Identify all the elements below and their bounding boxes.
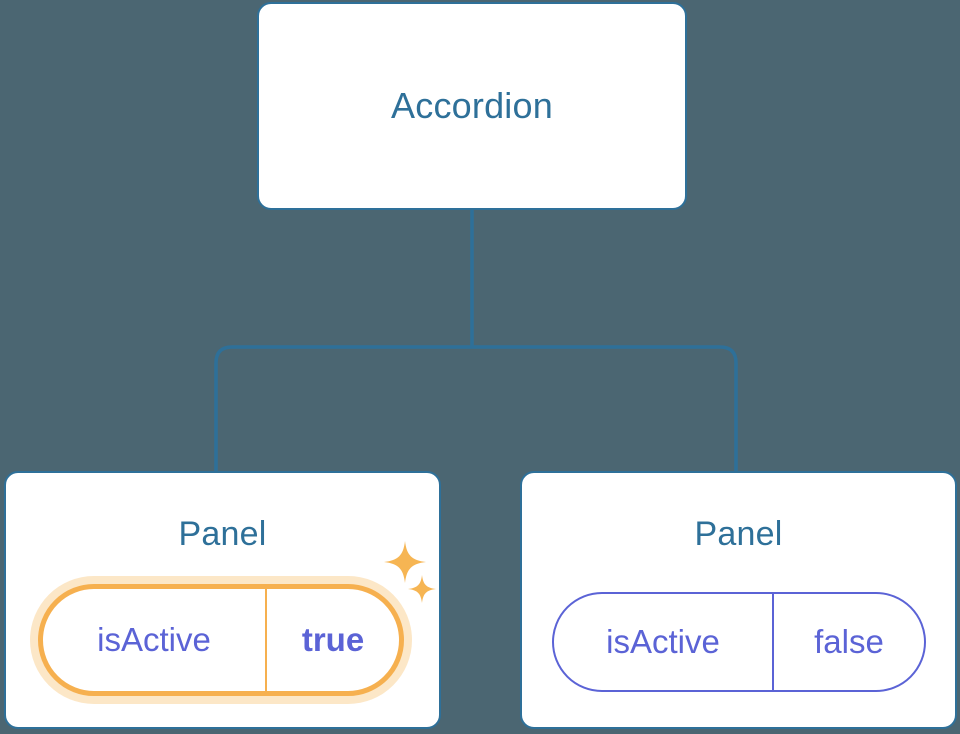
edge-root-to-panel-0 bbox=[214, 345, 474, 473]
node-title: Accordion bbox=[391, 85, 553, 126]
prop-value: false bbox=[772, 594, 924, 690]
prop-pill-panel-1-wrap: isActive false bbox=[552, 592, 926, 692]
prop-pill[interactable]: isActive false bbox=[552, 592, 926, 692]
node-accordion[interactable]: Accordion bbox=[257, 2, 687, 210]
node-title: Panel bbox=[694, 515, 783, 553]
prop-value: true bbox=[265, 589, 399, 691]
edge-root-to-panel-1 bbox=[470, 345, 738, 473]
node-title: Panel bbox=[178, 515, 267, 553]
prop-name: isActive bbox=[606, 623, 720, 660]
prop-pill-highlighted[interactable]: isActive true bbox=[38, 584, 404, 696]
prop-name: isActive bbox=[97, 621, 211, 658]
prop-pill-panel-0-wrap: isActive true bbox=[31, 571, 411, 709]
